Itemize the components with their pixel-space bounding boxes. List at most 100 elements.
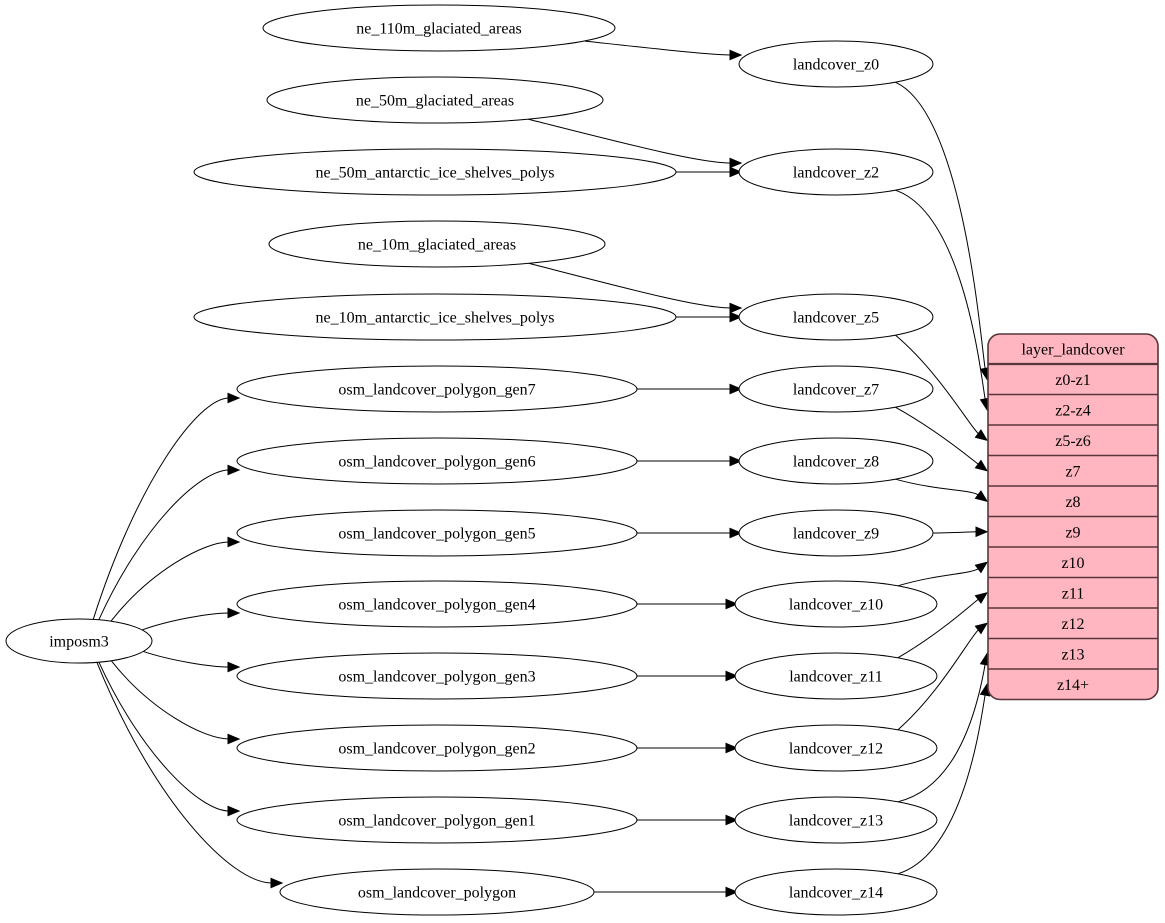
edge-landcover_z12-to-table-row-8 [897,622,989,731]
node-landcover_z2[interactable]: landcover_z2 [738,148,934,196]
edge-line [110,660,230,740]
table-row-label: z12 [1061,616,1084,633]
node-osm_landcover_polygon[interactable]: osm_landcover_polygon [279,868,595,916]
node-shape [236,437,638,485]
edge-line [897,663,986,803]
edge-arrowhead [729,311,743,323]
edge-arrowhead [227,607,241,619]
node-ne_110m_glaciated_areas[interactable]: ne_110m_glaciated_areas [262,4,616,52]
node-osm_landcover_polygon_gen1[interactable]: osm_landcover_polygon_gen1 [236,796,638,844]
node-landcover_z9[interactable]: landcover_z9 [738,509,934,557]
node-shape [268,220,606,268]
edge-osm_landcover_polygon_gen3-to-landcover_z11 [636,670,739,682]
edge-line [895,406,980,466]
edge-arrowhead [227,464,241,476]
table-row-label: z2-z4 [1055,402,1091,419]
edge-line [895,189,986,400]
edge-osm_landcover_polygon-to-landcover_z14 [593,886,739,898]
node-landcover_z11[interactable]: landcover_z11 [734,652,938,700]
node-landcover_z10[interactable]: landcover_z10 [734,580,938,628]
node-landcover_z14[interactable]: landcover_z14 [734,868,938,916]
edge-imposm3-to-osm_landcover_polygon [96,662,284,889]
edge-arrowhead [729,302,743,314]
table-row[interactable]: z10 [988,547,1158,578]
edge-arrowhead [725,814,739,826]
node-shape [266,76,604,124]
table-row[interactable]: z13 [988,639,1158,670]
edge-landcover_z5-to-table-row-2 [895,334,989,442]
node-osm_landcover_polygon_gen6[interactable]: osm_landcover_polygon_gen6 [236,437,638,485]
node-label: osm_landcover_polygon_gen1 [338,813,535,830]
node-ne_50m_antarctic_ice_shelves_polys[interactable]: ne_50m_antarctic_ice_shelves_polys [193,148,677,196]
edge-osm_landcover_polygon_gen2-to-landcover_z12 [636,742,739,754]
node-osm_landcover_polygon_gen5[interactable]: osm_landcover_polygon_gen5 [236,509,638,557]
node-label: landcover_z7 [793,382,879,399]
table-row-label: z0-z1 [1055,372,1091,389]
edge-arrowhead [227,661,241,673]
node-label: osm_landcover_polygon_gen4 [338,597,535,614]
node-landcover_z12[interactable]: landcover_z12 [734,724,938,772]
node-label: osm_landcover_polygon_gen6 [338,454,535,471]
table-row[interactable]: z8 [988,486,1158,517]
node-landcover_z7[interactable]: landcover_z7 [738,365,934,413]
node-shape [738,437,934,485]
node-label: ne_10m_glaciated_areas [358,237,516,254]
node-landcover_z5[interactable]: landcover_z5 [738,293,934,341]
edge-arrowhead [729,455,743,467]
node-ne_10m_antarctic_ice_shelves_polys[interactable]: ne_10m_antarctic_ice_shelves_polys [193,293,677,341]
node-landcover_z8[interactable]: landcover_z8 [738,437,934,485]
node-ne_10m_glaciated_areas[interactable]: ne_10m_glaciated_areas [268,220,606,268]
table-row[interactable]: z11 [988,578,1158,609]
table-row[interactable]: z5-z6 [988,425,1158,456]
edge-imposm3-to-osm_landcover_polygon_gen5 [110,536,241,622]
edge-arrowhead [725,598,739,610]
node-label: landcover_z0 [793,57,879,74]
node-landcover_z13[interactable]: landcover_z13 [734,796,938,844]
node-osm_landcover_polygon_gen3[interactable]: osm_landcover_polygon_gen3 [236,652,638,700]
node-label: osm_landcover_polygon_gen2 [338,741,535,758]
edge-arrowhead [729,166,743,178]
edge-line [895,478,980,496]
node-imposm3[interactable]: imposm3 [5,618,153,664]
node-label: ne_50m_antarctic_ice_shelves_polys [315,165,554,182]
table-row[interactable]: z0-z1 [988,364,1158,395]
table-row[interactable]: z2-z4 [988,395,1158,426]
node-shape [734,652,938,700]
edge-line [932,531,978,534]
node-shape [193,293,677,341]
edge-osm_landcover_polygon_gen7-to-landcover_z7 [637,383,743,395]
node-label: osm_landcover_polygon_gen7 [338,382,535,399]
node-landcover_z0[interactable]: landcover_z0 [738,40,934,88]
node-shape [236,365,638,413]
table-row[interactable]: z7 [988,456,1158,487]
node-osm_landcover_polygon_gen7[interactable]: osm_landcover_polygon_gen7 [236,365,638,413]
edge-arrowhead [974,561,989,574]
edge-ne_50m_antarctic_ice_shelves_polys-to-landcover_z2 [675,166,743,178]
node-label: landcover_z8 [793,454,879,471]
edge-landcover_z7-to-table-row-3 [895,406,989,472]
edge-imposm3-to-osm_landcover_polygon_gen6 [98,464,241,621]
node-ne_50m_glaciated_areas[interactable]: ne_50m_glaciated_areas [266,76,604,124]
edge-line [141,612,230,631]
edge-arrowhead [729,49,743,61]
table-row[interactable]: z14+ [988,669,1158,700]
edge-arrowhead [227,536,241,548]
table-row[interactable]: z9 [988,517,1158,548]
edge-imposm3-to-osm_landcover_polygon_gen7 [92,392,241,620]
edge-line [528,262,732,309]
table-row[interactable]: z12 [988,608,1158,639]
edge-arrowhead [227,733,241,745]
nodes-layer: imposm3 ne_110m_glaciated_areas ne_50m_gla… [5,4,938,916]
node-osm_landcover_polygon_gen4[interactable]: osm_landcover_polygon_gen4 [236,580,638,628]
node-label: osm_landcover_polygon_gen5 [338,526,535,543]
table-row-label: z10 [1061,555,1084,572]
edge-line [96,662,273,884]
node-shape [734,796,938,844]
node-shape [193,148,677,196]
edge-line [895,81,986,370]
node-osm_landcover_polygon_gen2[interactable]: osm_landcover_polygon_gen2 [236,724,638,772]
edge-arrowhead [729,383,743,395]
node-shape [734,868,938,916]
edge-arrowhead [974,622,989,635]
node-label: osm_landcover_polygon_gen3 [338,669,535,686]
